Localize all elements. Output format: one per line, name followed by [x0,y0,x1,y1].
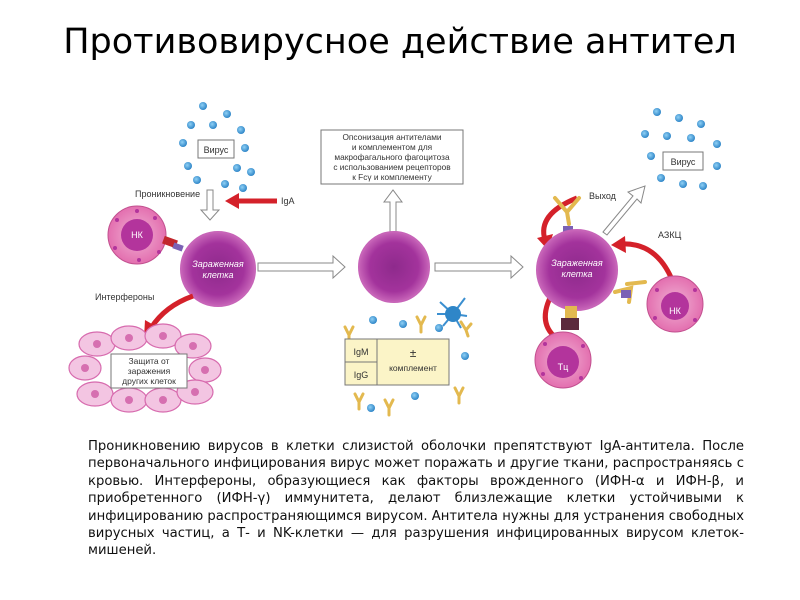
antibodies-right [553,196,647,304]
protection-label-1: Защита от [129,356,170,366]
penetration-label: Проникновение [135,189,200,199]
infected-label-right-1: Зараженная [551,258,603,268]
tc-receptor-bottom [561,318,579,330]
description-paragraph: Проникновению вирусов в клетки слизистой… [88,439,744,559]
virus-particles-left [179,102,255,192]
adcc-arrow-head [611,236,626,253]
nk-label-right: НК [669,306,681,316]
exit-label: Выход [589,191,617,201]
arrow-to-right [434,254,524,280]
nk-cell-left [107,205,167,265]
nk-cell-right [646,275,704,333]
nk-ligand-left [172,242,184,252]
nk-label-left: НК [131,230,143,240]
protection-box [110,353,188,389]
igg-label: IgG [354,370,369,380]
protection-label-3: других клеток [122,376,176,386]
arrow-to-middle [257,254,346,280]
igm-label: IgM [353,347,368,357]
infected-cell-middle [358,231,430,303]
opsonization-line-5: к Fcγ и комплементу [352,172,432,182]
protection-label-2: заражения [128,366,171,376]
virus-particles-middle [367,316,469,412]
interferons-label: Интерфероны [95,292,154,302]
arrow-up-opsonization [383,189,403,233]
opsonization-line-2: и комплементом для [352,142,432,152]
tc-receptor-top [565,306,577,318]
interferons-arrow [148,293,194,330]
infected-label-left-1: Зараженная [192,259,244,269]
infected-cell-left [180,231,256,307]
exit-arrow [602,185,646,236]
iga-arrow-head [225,193,239,209]
adcc-arrow [620,241,676,283]
plusminus-label: ± [410,346,417,360]
opsonization-box [320,129,464,185]
infected-label-right-2: клетка [562,269,593,279]
opsonization-line-3: макрофагального фагоцитоза [334,152,450,162]
virus-box-right [662,151,704,171]
page-title: Противовирусное действие антител [63,22,737,62]
penetration-arrow [199,189,221,221]
adcc-label: АЗКЦ [658,230,682,240]
iga-label: IgA [281,196,295,206]
infected-label-left-2: клетка [203,270,234,280]
macrophage-cell [437,297,468,329]
virus-label-left: Вирус [204,145,229,155]
tc-cell [534,331,592,389]
protected-cells-nuclei [81,332,209,404]
virus-label-right: Вирус [671,157,696,167]
virus-particles-right [641,108,721,190]
antiviral-diagram: Вирус Проникновение IgA НК Зараженная кл… [55,92,767,417]
virus-box-left [197,139,235,159]
antibody-receptor-right [621,290,631,298]
antibody-arrow-top [541,195,578,241]
opsonization-line-1: Опсонизация антителами [342,132,441,142]
complement-label: комплемент [389,363,437,373]
tc-label: Тц [558,362,569,372]
opsonization-line-4: с использованием рецепторов [333,162,451,172]
